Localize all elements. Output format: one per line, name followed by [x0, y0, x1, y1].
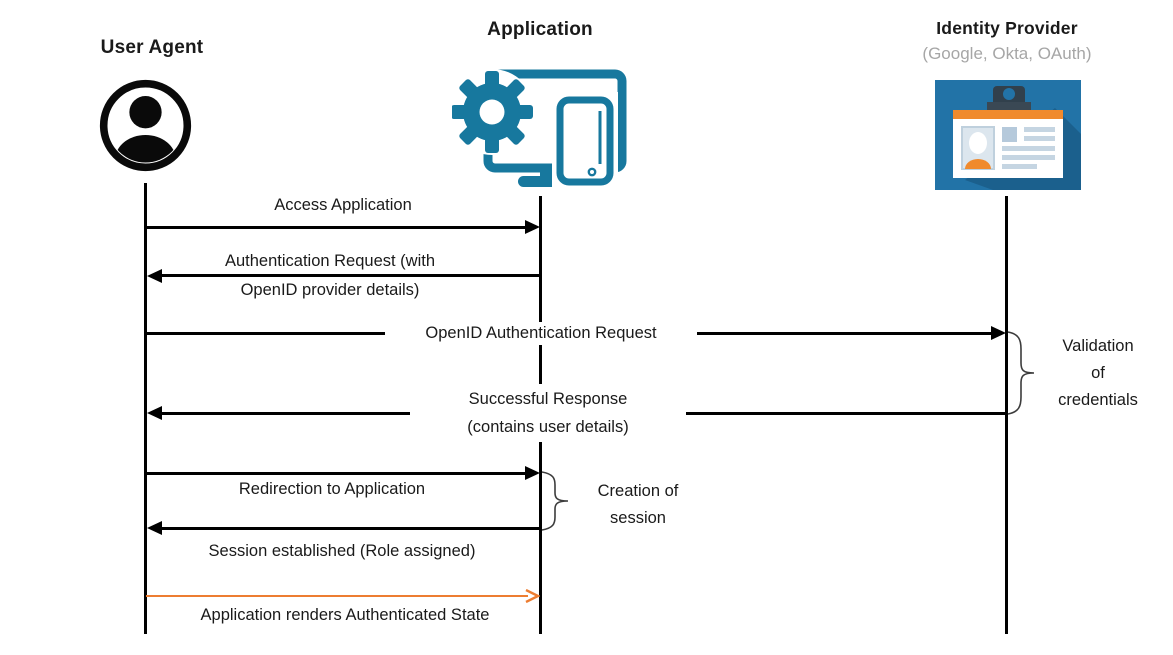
lifeline-user-agent	[144, 183, 147, 634]
arrowhead-chevron-right-icon	[524, 588, 541, 608]
annotation-line: Validation	[1062, 337, 1134, 355]
message-label-successful-response: Successful Response (contains user detai…	[410, 384, 686, 442]
arrowhead-left-icon	[147, 269, 162, 283]
message-arrow-1	[146, 226, 528, 229]
message-label-session-established: Session established (Role assigned)	[208, 542, 476, 560]
arrowhead-left-icon	[147, 406, 162, 420]
message-label-openid-auth-request: OpenID Authentication Request	[385, 322, 697, 345]
annotation-line: Creation of	[597, 482, 679, 500]
message-arrow-7	[146, 595, 528, 597]
annotation-line: session	[610, 509, 666, 527]
message-arrow-2	[159, 274, 542, 277]
user-icon	[98, 78, 193, 178]
arrowhead-left-icon	[147, 521, 162, 535]
actor-title-user-agent: User Agent	[100, 37, 204, 58]
lifeline-identity-provider	[1005, 196, 1008, 634]
brace-creation	[541, 471, 575, 536]
arrowhead-right-icon	[525, 220, 540, 234]
message-label-access-application: Access Application	[274, 196, 412, 214]
message-arrow-5	[146, 472, 528, 475]
annotation-validation-of-credentials: Validation of credentials	[1042, 333, 1154, 414]
annotation-line: credentials	[1058, 391, 1138, 409]
actor-title-identity-provider: Identity Provider	[936, 18, 1078, 38]
actor-subtitle-identity-provider: (Google, Okta, OAuth)	[922, 44, 1092, 63]
id-card-icon	[935, 80, 1081, 195]
message-label-successful-response-line2: (contains user details)	[467, 418, 629, 436]
gear-devices-icon	[449, 66, 627, 197]
message-label-auth-request-line2: OpenID provider details)	[240, 281, 420, 299]
message-arrow-6	[159, 527, 542, 530]
arrowhead-right-icon	[525, 466, 540, 480]
message-label-auth-request-line1: Authentication Request (with	[224, 252, 436, 270]
brace-validation	[1007, 331, 1041, 420]
annotation-line: of	[1091, 364, 1105, 382]
annotation-creation-of-session: Creation of session	[582, 478, 694, 532]
arrowhead-right-icon	[991, 326, 1006, 340]
actor-title-application: Application	[487, 19, 593, 40]
message-label-renders-authenticated-state: Application renders Authenticated State	[200, 606, 490, 624]
message-label-successful-response-line1: Successful Response	[468, 390, 628, 408]
message-label-redirection: Redirection to Application	[238, 480, 426, 498]
